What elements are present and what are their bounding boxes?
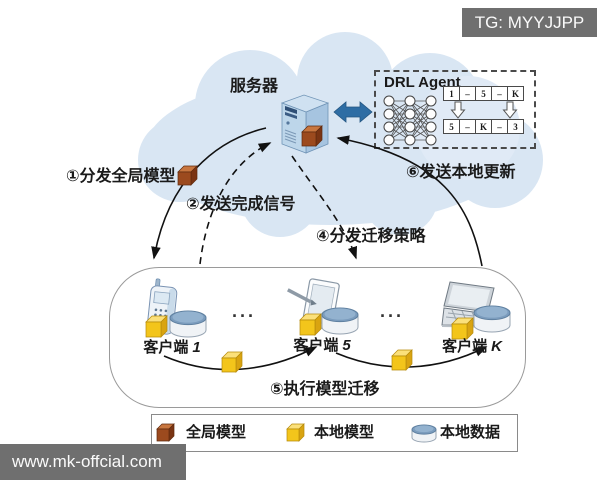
arrow-step6-local-update — [336, 135, 483, 267]
global-model-cube-icon — [301, 125, 323, 147]
step1-label: ①分发全局模型 — [66, 168, 176, 185]
tg-watermark-badge: TG: MYYJJPP — [462, 8, 597, 37]
legend-global-model-label: 全局模型 — [186, 424, 247, 441]
vector-cell: – — [491, 86, 508, 101]
vector-cell: – — [459, 119, 476, 134]
vector-cell: 1 — [443, 86, 460, 101]
global-model-cube-icon — [177, 165, 198, 186]
clientK-id: K — [491, 338, 502, 355]
vector-cell: – — [459, 86, 476, 101]
ellipsis-clients-right: ··· — [380, 306, 404, 326]
client5-name: 客户端 — [293, 337, 339, 354]
legend-box — [151, 414, 518, 452]
arrow-step1-distribute-global-model — [151, 127, 267, 260]
step6-label: ⑥发送本地更新 — [406, 164, 516, 181]
vector-cell: K — [507, 86, 524, 101]
client5-id: 5 — [342, 337, 351, 354]
legend-local-data-label: 本地数据 — [440, 424, 501, 441]
vector-cell: K — [475, 119, 492, 134]
clientK-name: 客户端 — [442, 338, 488, 355]
client1-name: 客户端 — [143, 339, 189, 356]
client1-id: 1 — [192, 339, 201, 356]
state-vector-top: 1 – 5 – K — [443, 86, 524, 101]
step5-label: ⑤执行模型迁移 — [270, 381, 380, 398]
site-watermark-badge: www.mk-offcial.com — [0, 444, 186, 480]
ellipsis-clients-left: ··· — [232, 306, 256, 326]
legend-local-model-label: 本地模型 — [314, 424, 375, 441]
state-vector-bottom: 5 – K – 3 — [443, 119, 524, 134]
vector-cell: 5 — [475, 86, 492, 101]
vector-cell: 5 — [443, 119, 460, 134]
step2-label: ②发送完成信号 — [186, 196, 296, 213]
step4-label: ④分发迁移策略 — [316, 228, 426, 245]
server-label: 服务器 — [230, 78, 279, 95]
server-tower-icon — [280, 94, 330, 154]
double-arrow-icon — [333, 101, 373, 123]
vector-cell: 3 — [507, 119, 524, 134]
vector-cell: – — [491, 119, 508, 134]
